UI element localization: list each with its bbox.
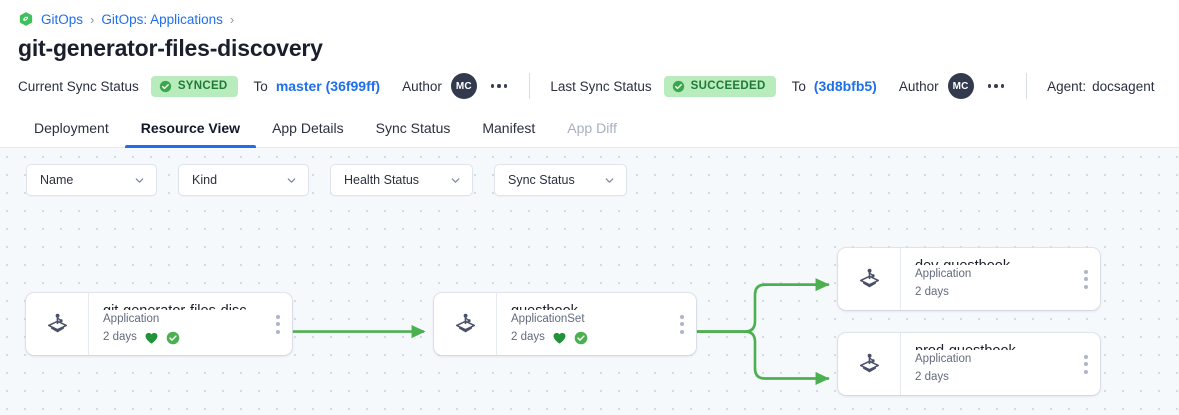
argo-application-icon [838, 266, 900, 293]
agent-label: Agent: [1047, 78, 1087, 94]
edge-appset-to-prod [694, 330, 830, 386]
chevron-down-icon [286, 175, 297, 186]
health-heart-icon [552, 331, 567, 345]
current-author-label: Author [402, 78, 442, 94]
node-age: 2 days [915, 286, 949, 298]
node-meta: 2 days [915, 369, 1072, 386]
node-details: git-generator-files-disco… Application 2… [88, 293, 264, 355]
chevron-down-icon [604, 175, 615, 186]
node-age: 2 days [915, 371, 949, 383]
filter-sync-status-label: Sync Status [508, 173, 575, 187]
node-age: 2 days [103, 331, 137, 343]
graph-node-dev-guestbook[interactable]: dev-guestbook Application 2 days [838, 248, 1100, 310]
breadcrumb-item-gitops-applications[interactable]: GitOps: Applications [101, 11, 223, 27]
agent-value: docsagent [1092, 78, 1155, 94]
last-sync-status-label: Last Sync Status [550, 78, 652, 94]
filter-health-status-dropdown[interactable]: Health Status [330, 164, 473, 196]
filter-bar: Name Kind Health Status Sync Status [26, 164, 627, 196]
check-circle-icon [672, 80, 685, 93]
filter-sync-status-dropdown[interactable]: Sync Status [494, 164, 627, 196]
argo-application-icon [838, 351, 900, 378]
gitops-hexagon-link-icon [18, 11, 34, 27]
current-author-avatar[interactable]: MC [450, 73, 477, 99]
health-heart-icon [144, 331, 159, 345]
filter-name-label: Name [40, 173, 74, 187]
node-name: guestbook [511, 302, 668, 310]
node-kind: ApplicationSet [511, 313, 585, 325]
filter-kind-dropdown[interactable]: Kind [178, 164, 309, 196]
current-revision-link[interactable]: master (36f99ff) [275, 78, 381, 94]
breadcrumb: GitOps › GitOps: Applications › [0, 0, 1179, 28]
current-sync-status-label: Current Sync Status [18, 78, 139, 94]
node-details: guestbook ApplicationSet 2 days [496, 293, 668, 355]
tab-bar: Deployment Resource View App Details Syn… [0, 109, 1179, 148]
node-details: prod-guestbook Application 2 days [900, 333, 1072, 395]
resource-graph-canvas: Name Kind Health Status Sync Status [0, 148, 1179, 415]
filter-health-status-label: Health Status [344, 173, 420, 187]
node-meta: 2 days [915, 284, 1072, 301]
node-details: dev-guestbook Application 2 days [900, 248, 1072, 310]
node-kind: Application [915, 268, 972, 280]
node-kind: Application [103, 313, 160, 325]
tab-sync-status[interactable]: Sync Status [375, 120, 451, 136]
argo-application-icon [26, 311, 88, 338]
node-name: dev-guestbook [915, 257, 1072, 265]
filter-name-dropdown[interactable]: Name [26, 164, 157, 196]
check-circle-icon [159, 80, 172, 93]
node-name: prod-guestbook [915, 342, 1072, 350]
chevron-down-icon [450, 175, 461, 186]
current-sync-status-badge-label: SYNCED [177, 80, 228, 92]
sync-check-icon [574, 331, 588, 345]
tab-app-diff: App Diff [567, 120, 617, 136]
node-more-options-icon[interactable] [1072, 248, 1100, 310]
tab-manifest[interactable]: Manifest [482, 120, 536, 136]
graph-node-guestbook[interactable]: guestbook ApplicationSet 2 days [434, 293, 696, 355]
page-title: git-generator-files-discovery [18, 35, 323, 61]
tab-resource-view[interactable]: Resource View [124, 120, 257, 148]
node-meta: 2 days [511, 329, 668, 346]
sync-status-bar: Current Sync Status SYNCED To master (36… [0, 63, 1179, 109]
tab-app-details[interactable]: App Details [272, 120, 344, 136]
divider [1026, 73, 1028, 99]
node-meta: 2 days [103, 329, 264, 346]
current-sync-more-options-icon[interactable] [489, 80, 510, 92]
last-revision-link[interactable]: (3d8bfb5) [813, 78, 877, 94]
node-more-options-icon[interactable] [264, 293, 292, 355]
agent-info: Agent: docsagent [1047, 79, 1154, 94]
last-sync-more-options-icon[interactable] [986, 80, 1007, 92]
node-more-options-icon[interactable] [1072, 333, 1100, 395]
argo-applicationset-icon [434, 311, 496, 338]
breadcrumb-separator: › [229, 11, 235, 27]
tab-deployment[interactable]: Deployment [34, 120, 109, 136]
filter-kind-label: Kind [192, 173, 218, 187]
last-to-label: To [791, 78, 806, 94]
divider [529, 73, 531, 99]
node-age: 2 days [511, 331, 545, 343]
edge-appset-to-dev [694, 278, 830, 333]
breadcrumb-item-gitops[interactable]: GitOps [41, 11, 84, 27]
last-author-label: Author [898, 78, 939, 94]
chevron-down-icon [134, 175, 145, 186]
graph-node-git-generator-files-discovery[interactable]: git-generator-files-disco… Application 2… [26, 293, 292, 355]
last-sync-status-badge: SUCCEEDED [663, 75, 776, 97]
current-to-label: To [253, 78, 268, 94]
current-sync-status-badge: SYNCED [150, 75, 238, 97]
breadcrumb-separator: › [90, 11, 95, 27]
node-kind: Application [915, 353, 972, 365]
graph-node-prod-guestbook[interactable]: prod-guestbook Application 2 days [838, 333, 1100, 395]
node-more-options-icon[interactable] [668, 293, 696, 355]
last-sync-status-badge-label: SUCCEEDED [690, 80, 766, 92]
sync-check-icon [166, 331, 180, 345]
node-name: git-generator-files-disco… [103, 302, 264, 310]
last-author-avatar[interactable]: MC [947, 73, 974, 99]
